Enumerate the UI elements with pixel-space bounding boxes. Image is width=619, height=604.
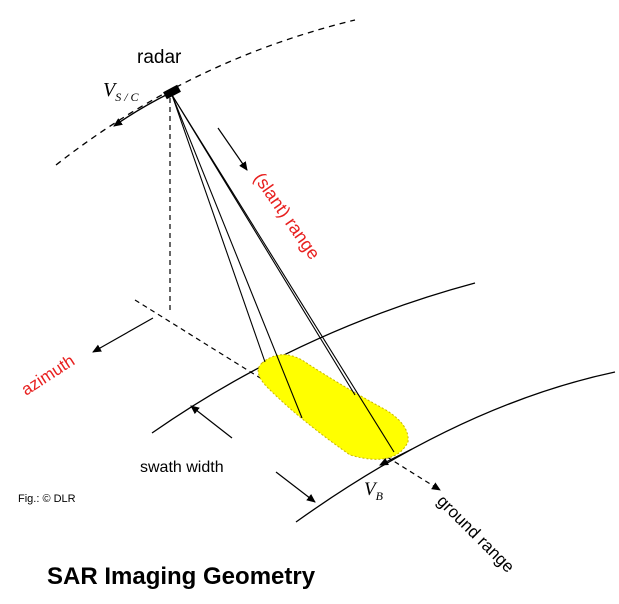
- credit-label: Fig.: © DLR: [18, 493, 76, 505]
- ground-range-line: [134, 299, 441, 491]
- antenna-footprint: [257, 354, 409, 460]
- diagram-title: SAR Imaging Geometry: [47, 563, 316, 590]
- swath-width-label: swath width: [140, 459, 224, 476]
- radar-label: radar: [137, 47, 182, 68]
- azimuth-label: azimuth: [18, 351, 78, 399]
- radar-antenna: [163, 84, 181, 100]
- swath-width-arrow-upper: [190, 405, 233, 439]
- ground-range-label: ground range: [433, 491, 518, 576]
- swath-width-arrow-lower: [275, 471, 316, 503]
- azimuth-arrow: [92, 317, 154, 353]
- sc-velocity-arrow: [113, 93, 169, 127]
- beam-velocity-arrow: [379, 448, 413, 466]
- ground-curve-near: [295, 371, 616, 523]
- beam-velocity-label: VB: [364, 479, 384, 503]
- slant-range-label: (slant) range: [250, 169, 324, 263]
- radar-beam: [171, 94, 395, 453]
- slant-range-arrow: [217, 127, 248, 171]
- sc-velocity-label: VS / C: [103, 79, 140, 104]
- orbit-path: [55, 19, 356, 166]
